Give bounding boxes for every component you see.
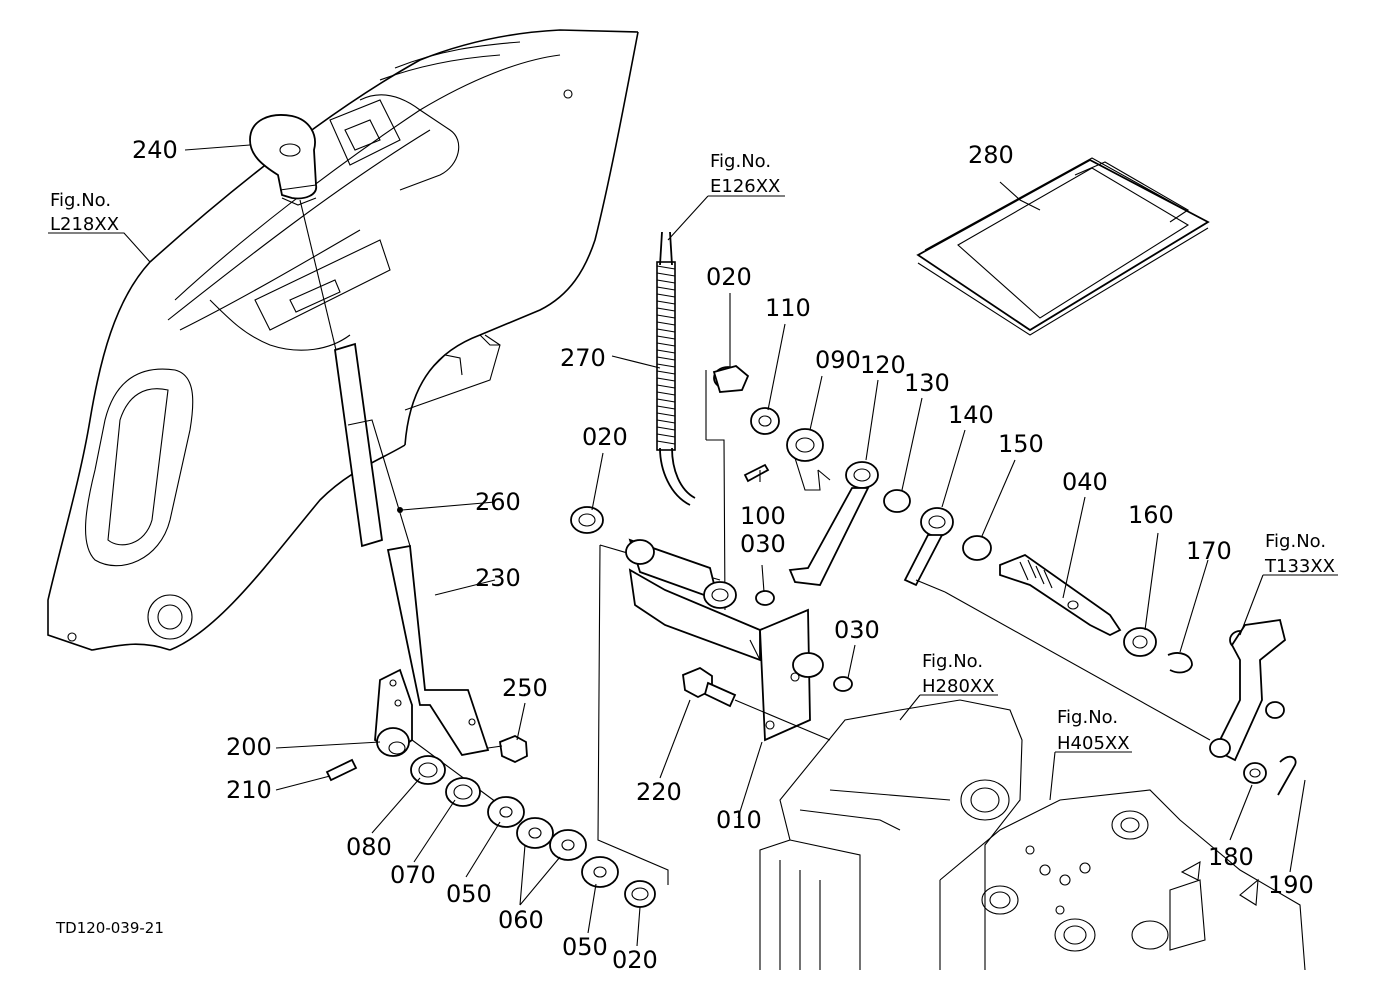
callout-030b: 030: [834, 616, 880, 644]
callout-160: 160: [1128, 501, 1174, 529]
cable-coil-rib: [656, 433, 676, 438]
callout-070: 070: [390, 861, 436, 889]
cable-coil-rib: [656, 342, 676, 347]
transmission-housing: [759, 699, 1306, 971]
bolt-220: [682, 666, 831, 741]
shaft-assembly: [599, 365, 1211, 741]
callout-130: 130: [904, 369, 950, 397]
cable-coil-rib: [656, 265, 676, 270]
cable-coil-rib: [656, 426, 676, 431]
figref-t133-prefix: Fig.No.: [1265, 531, 1326, 552]
figref-h405-code: H405XX: [1057, 733, 1130, 754]
link-t133: [1209, 618, 1297, 796]
figref-h280-code: H280XX: [922, 676, 995, 697]
cable-coil-rib: [656, 419, 676, 424]
figref-e126-prefix: Fig.No.: [710, 151, 771, 172]
callout-150: 150: [998, 430, 1044, 458]
cable-coil-rib: [656, 391, 676, 396]
callout-270: 270: [560, 344, 606, 372]
callout-240: 240: [132, 136, 178, 164]
cable-coil-rib: [656, 328, 676, 333]
document-id: TD120-039-21: [55, 919, 164, 937]
cable-coil-rib: [656, 398, 676, 403]
callout-060: 060: [498, 906, 544, 934]
cable-coil-rib: [656, 384, 676, 389]
cable-coil-rib: [656, 286, 676, 291]
callout-190: 190: [1268, 871, 1314, 899]
washer-stack: [410, 755, 656, 908]
figref-h405-prefix: Fig.No.: [1057, 707, 1118, 728]
cable-coil-rib: [656, 363, 676, 368]
cable-coil-rib: [656, 349, 676, 354]
cable-coil-rib: [656, 307, 676, 312]
callout-030a: 030: [740, 530, 786, 558]
figref-t133-code: T133XX: [1264, 556, 1335, 577]
callout-120: 120: [860, 351, 906, 379]
callout-260: 260: [475, 488, 521, 516]
callout-230: 230: [475, 564, 521, 592]
callout-050a: 050: [446, 880, 492, 908]
callout-210: 210: [226, 776, 272, 804]
cable-coil-rib: [656, 293, 676, 298]
callout-280: 280: [968, 141, 1014, 169]
callout-020a: 020: [706, 263, 752, 291]
manual-280: [916, 157, 1210, 336]
cable-coil-rib: [656, 300, 676, 305]
callout-080: 080: [346, 833, 392, 861]
callout-250: 250: [502, 674, 548, 702]
cable-coil-rib: [656, 356, 676, 361]
callout-110: 110: [765, 294, 811, 322]
housing-010: [570, 506, 853, 885]
callout-010: 010: [716, 806, 762, 834]
lever-260-230: [299, 199, 490, 756]
cable-coil-rib: [656, 321, 676, 326]
cable-coil-rib: [656, 272, 676, 277]
callout-200: 200: [226, 733, 272, 761]
cable-270: [656, 231, 696, 506]
cable-coil-rib: [656, 279, 676, 284]
cable-coil-rib: [656, 370, 676, 375]
cable-coil-rib: [656, 412, 676, 417]
callout-020c: 020: [612, 946, 658, 974]
bracket-200: [325, 668, 501, 806]
knob-240: [249, 114, 317, 206]
cable-coil-rib: [656, 377, 676, 382]
figref-e126-code: E126XX: [710, 176, 780, 197]
bolt-250: [487, 735, 528, 763]
callout-050b: 050: [562, 933, 608, 961]
callout-labels: 240 280 270 020 110 090 120 130 140 150 …: [132, 136, 1314, 974]
callout-220: 220: [636, 778, 682, 806]
cable-coil-rib: [656, 440, 676, 445]
cable-coil-rib: [656, 335, 676, 340]
figure-references: Fig.No. L218XX Fig.No. E126XX Fig.No. T1…: [50, 151, 1335, 754]
callout-170: 170: [1186, 537, 1232, 565]
figref-l218-prefix: Fig.No.: [50, 190, 111, 211]
callout-100: 100: [740, 502, 786, 530]
figref-leaders: [48, 195, 1338, 801]
callout-180: 180: [1208, 843, 1254, 871]
leader-lines: [184, 144, 1306, 947]
figref-l218-code: L218XX: [50, 214, 119, 235]
cable-coil-rib: [656, 405, 676, 410]
cable-coil-rib: [656, 314, 676, 319]
callout-140: 140: [948, 401, 994, 429]
fender-panel: [47, 29, 639, 651]
figref-h280-prefix: Fig.No.: [922, 651, 983, 672]
callout-020b: 020: [582, 423, 628, 451]
callout-040: 040: [1062, 468, 1108, 496]
callout-090: 090: [815, 346, 861, 374]
